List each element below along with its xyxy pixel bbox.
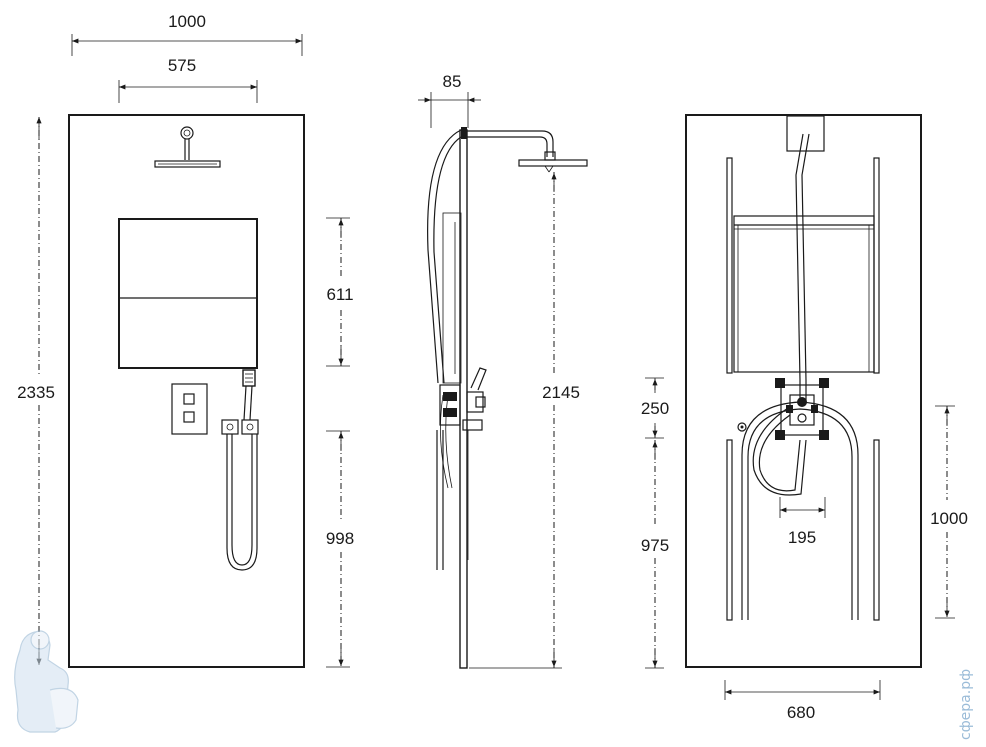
- side-hose: [427, 129, 462, 489]
- label-rail-spacing: 680: [787, 703, 815, 722]
- label-height-total: 2335: [17, 383, 55, 402]
- site-watermark: сфера.рф: [958, 668, 974, 740]
- dim-hose-from-floor: 1000: [930, 405, 968, 619]
- front-shower-head: [154, 126, 221, 168]
- side-mixer: [436, 367, 487, 570]
- side-shower-arm: [461, 127, 588, 173]
- label-width-total: 1000: [168, 12, 206, 31]
- label-mixer-from-floor: 975: [641, 536, 669, 555]
- label-lower-height: 998: [326, 529, 354, 548]
- dim-head-height: 2145: [469, 172, 580, 669]
- back-niche-box: [733, 215, 875, 373]
- front-niche: [118, 218, 258, 369]
- front-hand-shower: [221, 369, 259, 571]
- front-view: 1000 575 2335 611: [17, 12, 354, 668]
- dim-mixer-height: 250: [641, 377, 669, 439]
- side-panel: [459, 129, 468, 669]
- back-panel: [685, 114, 922, 668]
- label-head-height: 2145: [542, 383, 580, 402]
- dim-niche-height: 611: [326, 217, 354, 367]
- label-depth: 85: [443, 72, 462, 91]
- front-panel: [68, 114, 305, 668]
- dim-mixer-width: 195: [779, 497, 826, 547]
- back-hose: [752, 133, 810, 496]
- front-control-plate: [171, 383, 208, 435]
- label-niche-height: 611: [326, 285, 353, 304]
- dim-width-head: 575: [118, 56, 258, 103]
- plumber-logo-icon: [14, 630, 79, 733]
- dim-width-total: 1000: [71, 12, 303, 56]
- label-mixer-height: 250: [641, 399, 669, 418]
- label-width-head: 575: [168, 56, 196, 75]
- dim-rail-spacing: 680: [724, 680, 881, 722]
- dim-height-total: 2335: [17, 117, 55, 665]
- label-mixer-width: 195: [788, 528, 816, 547]
- back-mixer: [737, 378, 829, 440]
- dim-mixer-from-floor: 975: [641, 440, 669, 669]
- back-view: 250 975 195 1000: [641, 114, 968, 722]
- dim-lower-height: 998: [326, 430, 354, 668]
- label-hose-from-floor: 1000: [930, 509, 968, 528]
- dim-depth: 85: [418, 72, 481, 128]
- side-view: 85 2145: [418, 72, 588, 669]
